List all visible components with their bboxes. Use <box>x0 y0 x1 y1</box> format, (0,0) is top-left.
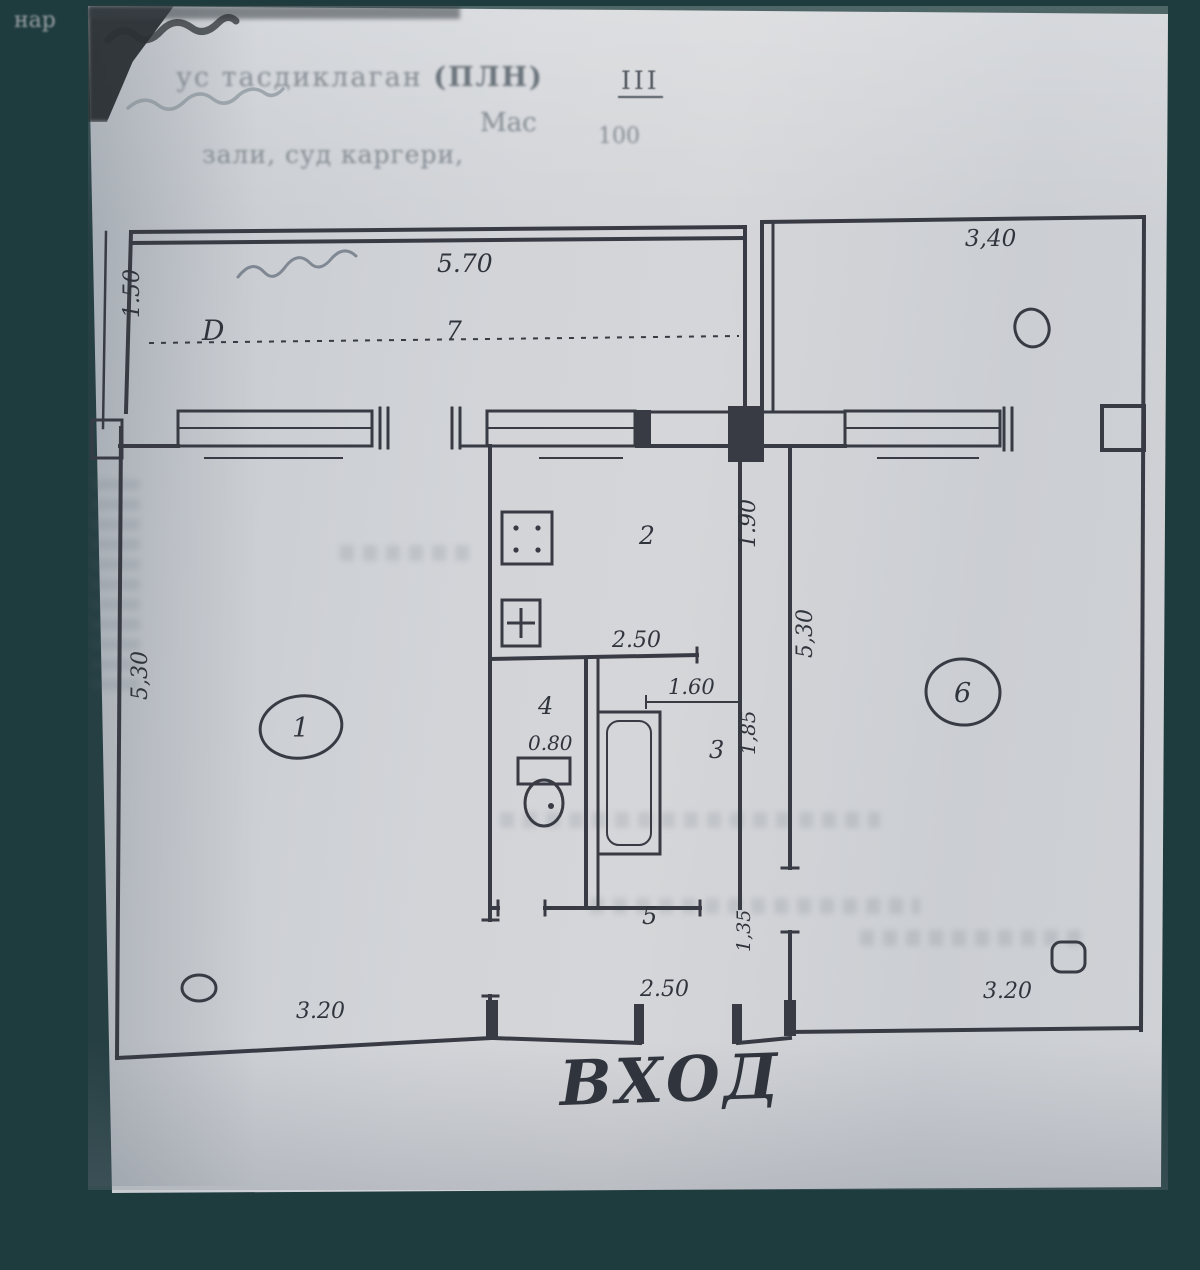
door-mark-oval <box>1013 307 1051 349</box>
balcony-rail-inner <box>128 235 748 246</box>
room1-label-circle <box>258 694 344 760</box>
dim-hall-width: 2.50 <box>639 977 689 1002</box>
stove-burner <box>513 525 519 531</box>
sink <box>500 598 542 648</box>
label-room-6: 6 <box>954 678 971 709</box>
pier <box>732 1004 742 1044</box>
room1-bottom-wall <box>114 1035 495 1061</box>
header-note-word: Мас <box>480 108 537 138</box>
scan-dark-strip <box>88 6 460 19</box>
stove-burner <box>535 547 541 553</box>
wall-pier <box>635 410 651 448</box>
walls-group <box>90 214 1147 1061</box>
dim-top-right-width: 3,40 <box>965 226 1016 252</box>
labels-group: 5.70 1.50 3,40 D 7 2 1.90 2.50 5,30 5,30… <box>120 226 1032 1120</box>
dim-kitchen-width: 2.50 <box>611 628 661 653</box>
bleed-smudge <box>500 812 880 828</box>
sink-cross <box>507 608 535 638</box>
toilet-bowl <box>523 778 565 828</box>
stove-burner <box>535 525 541 531</box>
header-stamp-line: ус тасдиклаган (ПЛН) <box>176 62 544 93</box>
room6-bottom-wall <box>787 1025 1144 1035</box>
toilet-dot <box>548 803 554 809</box>
label-room-1: 1 <box>292 713 309 744</box>
kitchen-bottom-wall <box>487 652 700 662</box>
dim-bath-height: 1,85 <box>736 710 760 755</box>
hall-bottom-wall <box>735 1035 793 1046</box>
bleed-smudge <box>860 930 1090 946</box>
dim-room6-width: 3.20 <box>983 979 1032 1004</box>
bathtub-outer <box>596 710 662 856</box>
dim-balcony-depth: 1.50 <box>120 269 145 318</box>
dim-balcony-width: 5.70 <box>437 249 493 278</box>
right-outer-wall <box>1138 214 1147 1033</box>
dim-room1-width: 3.20 <box>296 999 345 1024</box>
header-second-line: зали, суд каргери, <box>202 140 465 169</box>
dim-kitchen-depth: 1.90 <box>736 499 761 548</box>
bleed-smudge <box>340 545 470 561</box>
label-letter-d: D <box>201 314 224 347</box>
dim-bath-width: 1.60 <box>668 675 715 699</box>
dim-hall-depth: 1,35 <box>733 910 755 952</box>
stove <box>500 510 554 566</box>
balcony-dashed-line <box>148 334 740 345</box>
label-room-3: 3 <box>709 736 724 764</box>
label-room-5: 5 <box>642 902 657 930</box>
bleed-smudge <box>92 470 140 690</box>
left-outer-wall <box>114 425 124 1061</box>
toilet-tank <box>516 756 572 786</box>
top-right-room-top-wall <box>759 214 1147 225</box>
pier <box>634 1004 644 1044</box>
dim-left-height: 5,30 <box>128 651 153 700</box>
outer-left-edge <box>101 230 108 430</box>
hall-bottom-wall <box>489 1035 643 1046</box>
room6-label-circle <box>924 657 1002 727</box>
pier <box>486 1000 498 1040</box>
dim-wc-width: 0.80 <box>528 731 573 755</box>
bathtub-inner <box>606 720 652 846</box>
header-corner-text: нар <box>14 8 56 33</box>
fixtures-group <box>180 307 1087 1003</box>
door-mark-oval <box>180 973 218 1003</box>
balcony-rail-outer <box>128 224 748 235</box>
header-roman-numeral: III <box>618 66 663 98</box>
header-stamp-text: ус тасдиклаган <box>176 62 423 93</box>
header-note-number: 100 <box>598 124 640 149</box>
dim-corridor-height: 5,30 <box>793 609 818 658</box>
header-stamp-paren: (ПЛН) <box>433 62 544 93</box>
label-room-4: 4 <box>537 692 553 720</box>
stove-burner <box>513 547 519 553</box>
pier <box>784 1000 796 1036</box>
label-room-7: 7 <box>446 316 462 345</box>
label-room-2: 2 <box>638 521 655 550</box>
corner-pier <box>1100 404 1146 452</box>
wall-block <box>728 406 764 462</box>
balcony-left-wall <box>123 229 134 415</box>
left-pier <box>90 418 124 460</box>
entrance-label: ВХОД <box>556 1039 782 1120</box>
scribbles <box>104 14 358 279</box>
door-mark-square <box>1050 940 1087 974</box>
